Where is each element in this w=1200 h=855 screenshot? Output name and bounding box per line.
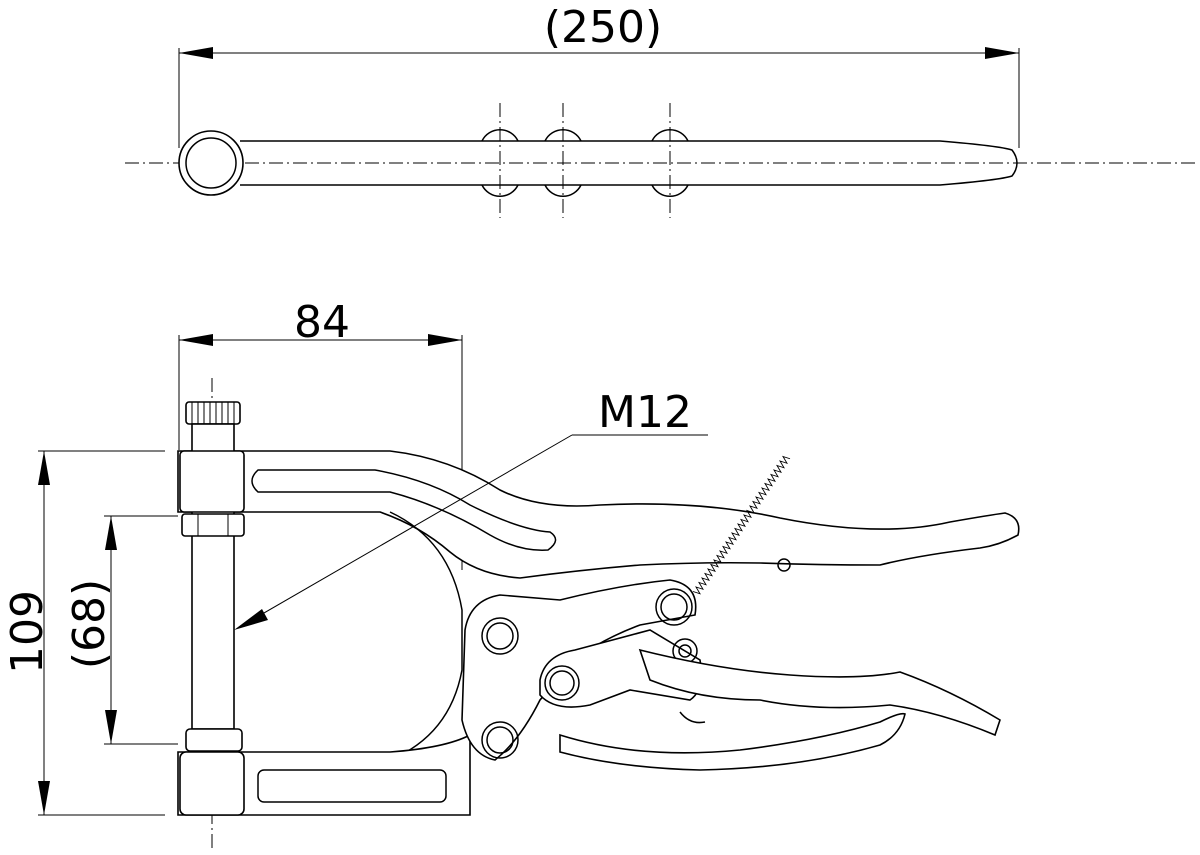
spring-hook	[777, 558, 791, 572]
upper-jaw	[177, 450, 1020, 579]
lower-handle	[638, 648, 1001, 737]
lower-handle-inner	[559, 712, 906, 771]
opening-label: (68)	[64, 579, 115, 669]
dim-68-arrow-top	[105, 516, 117, 550]
dim-250-arrow-right	[985, 47, 1019, 59]
lock-nut	[181, 513, 245, 537]
pivot-3-outer	[655, 588, 693, 626]
top-view-handle	[240, 140, 1018, 186]
lower-boss	[179, 751, 245, 816]
dim-84-arrow-left	[179, 334, 213, 346]
height-label: 109	[2, 590, 53, 674]
side-view: 84 109 (68)	[2, 297, 1020, 848]
pivot-1-outer	[481, 617, 519, 655]
handle-step	[679, 711, 706, 724]
pivot-3-inner	[660, 593, 688, 621]
top-view: (250)	[125, 2, 1195, 218]
dim-84-arrow-right	[428, 334, 462, 346]
pivot-4-outer	[544, 665, 580, 701]
overall-length-label: (250)	[544, 2, 662, 53]
frame-inner-curve	[389, 511, 463, 761]
pivot-2-inner	[486, 726, 514, 754]
thread-label: M12	[598, 387, 692, 438]
pivot-2-outer	[481, 721, 519, 759]
m12-leader-line	[237, 434, 573, 629]
upper-boss	[179, 450, 245, 513]
link-plate	[461, 579, 697, 761]
spring-coil	[692, 455, 791, 595]
top-view-ring-outer	[178, 130, 244, 196]
dim-68-arrow-bottom	[105, 710, 117, 744]
m12-leader-arrow	[234, 609, 268, 630]
dim-109-arrow-bottom	[38, 781, 50, 815]
knurled-knob	[185, 401, 241, 425]
pivot-1-inner	[486, 622, 514, 650]
throat-width-label: 84	[294, 297, 350, 348]
rivet-bump-1	[481, 129, 519, 197]
rivet-bump-3	[651, 129, 689, 197]
knob-knurl	[191, 402, 235, 424]
rivet-bump-2	[544, 129, 582, 197]
lower-jaw	[177, 733, 471, 816]
spring-anchor-inner	[678, 644, 692, 658]
pivot-4-inner	[549, 670, 575, 696]
spring	[692, 455, 791, 595]
swivel-pad	[185, 728, 243, 752]
dim-109-arrow-top	[38, 451, 50, 485]
dim-250-arrow-left	[179, 47, 213, 59]
top-view-ring-inner	[185, 137, 237, 189]
lower-jaw-slot	[257, 769, 447, 803]
